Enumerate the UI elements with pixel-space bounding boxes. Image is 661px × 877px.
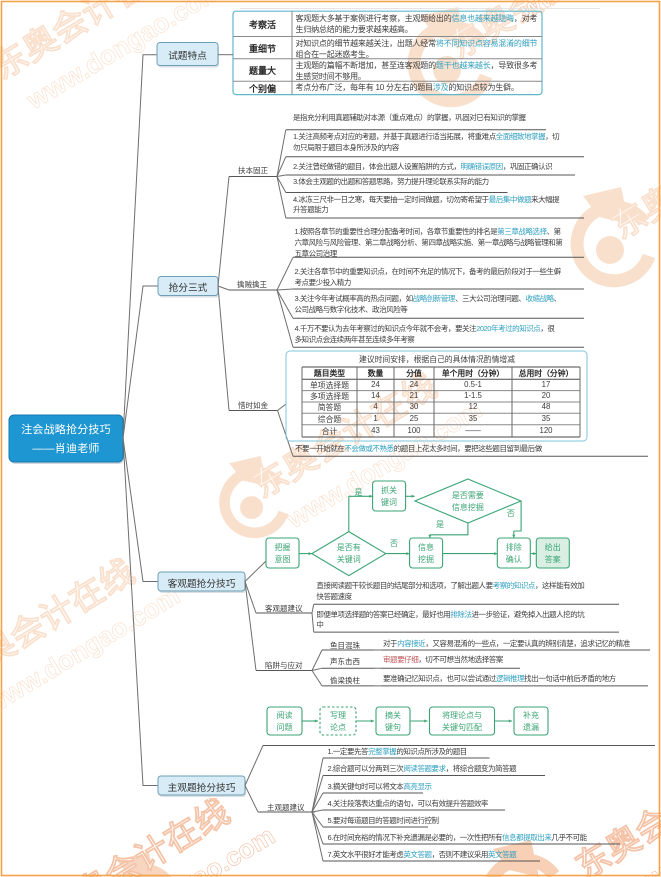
svg-text:东奥会计在线: 东奥会计在线 <box>569 747 661 877</box>
svg-text:东奥会计在线: 东奥会计在线 <box>605 107 661 247</box>
